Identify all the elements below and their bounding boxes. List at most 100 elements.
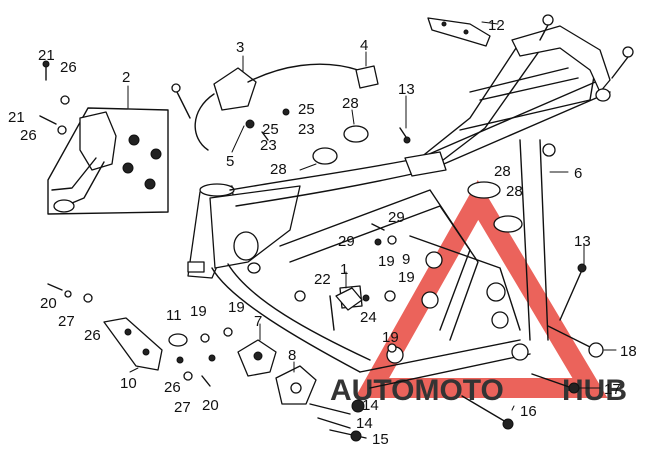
main-frame <box>187 14 634 389</box>
coil-wire-loop <box>194 93 215 151</box>
callout-6: 6 <box>574 165 582 182</box>
frame-grommet-upper <box>467 181 501 199</box>
center-bracket <box>404 151 447 177</box>
head-tube-top <box>199 183 235 197</box>
bolt-16-head <box>502 418 514 430</box>
coil-plug <box>171 83 181 93</box>
stud-22 <box>329 295 335 331</box>
bolt-17 <box>531 373 573 389</box>
bolt-21-lower <box>39 115 57 125</box>
regulator-lead-1 <box>51 157 97 191</box>
bolt-29-b <box>371 223 385 231</box>
rear-mount-left <box>542 14 554 26</box>
callout-16: 16 <box>520 403 537 420</box>
bolt-29-a <box>374 238 382 246</box>
washer-26-upper <box>60 95 70 105</box>
callout-19-b: 19 <box>398 269 415 286</box>
callout-28-a: 28 <box>342 95 359 112</box>
callout-26-c: 26 <box>84 327 101 344</box>
clamp-28-a <box>343 125 369 143</box>
coil-lead <box>247 63 359 83</box>
bolt-16 <box>461 395 507 423</box>
callout-21-lower: 21 <box>8 109 25 126</box>
callout-1: 1 <box>340 261 348 278</box>
frame-grommet-lower <box>493 215 523 233</box>
callout-28-c: 28 <box>494 163 511 180</box>
seat-bracket <box>427 17 491 47</box>
callout-10: 10 <box>120 375 137 392</box>
callout-13-lower: 13 <box>574 233 591 250</box>
callout-25-b: 25 <box>298 101 315 118</box>
washer-19-a <box>200 333 210 343</box>
bolt-21-upper-head <box>42 60 50 68</box>
switch-unit <box>355 65 379 89</box>
callout-19-d: 19 <box>190 303 207 320</box>
washer-26-lower <box>57 125 67 135</box>
callout-2: 2 <box>122 69 130 86</box>
steering-stop <box>187 261 205 273</box>
grommet-5 <box>245 119 255 129</box>
bolt-17-head <box>568 382 580 394</box>
callout-19-a: 19 <box>378 253 395 270</box>
callout-9: 9 <box>402 251 410 268</box>
callout-20-lower: 20 <box>202 397 219 414</box>
clip-13-lower-wire <box>559 269 583 321</box>
seat-rail-cross <box>469 67 569 93</box>
watermark-triangle <box>354 180 608 398</box>
bracket-8-hole <box>290 382 302 394</box>
cross-tube-lower <box>429 91 611 171</box>
nut-24 <box>362 294 370 302</box>
bolt-18-head <box>588 342 604 358</box>
top-tube-right <box>235 49 541 207</box>
callout-21-upper: 21 <box>38 47 55 64</box>
callout-5: 5 <box>226 153 234 170</box>
callout-3: 3 <box>236 39 244 56</box>
callout-4: 4 <box>360 37 368 54</box>
callout-26-upper: 26 <box>60 59 77 76</box>
callout-27-lower: 27 <box>174 399 191 416</box>
seat-bracket-hole-2 <box>463 29 469 35</box>
callout-26-lower: 26 <box>20 127 37 144</box>
down-tube-left <box>211 267 361 373</box>
callout-23-b: 23 <box>298 121 315 138</box>
swingarm-pivot <box>511 343 529 361</box>
washer-19-c <box>208 354 216 362</box>
callout-14-a: 14 <box>362 397 379 414</box>
horn-bracket-1 <box>335 287 363 311</box>
callout-13-upper: 13 <box>398 81 415 98</box>
callout-7: 7 <box>254 313 262 330</box>
clip-13-lower-end <box>577 263 587 273</box>
rear-down-tube-1 <box>519 139 531 341</box>
engine-mount-1 <box>425 251 443 269</box>
regulator-assembly-outline <box>47 107 169 215</box>
callout-29-a: 29 <box>388 209 405 226</box>
lower-cradle-left <box>359 339 521 373</box>
callout-24: 24 <box>360 309 377 326</box>
callout-12: 12 <box>488 17 505 34</box>
bracket-7-hole <box>253 351 263 361</box>
side-plate <box>103 317 163 371</box>
down-tube-right <box>227 263 371 361</box>
rear-mount-stem-left <box>539 24 549 41</box>
engine-mount-2 <box>421 291 439 309</box>
regulator-connector <box>53 199 75 213</box>
callout-14-b: 14 <box>356 415 373 432</box>
coil-plug-wire <box>175 89 191 119</box>
callout-23-a: 23 <box>260 137 277 154</box>
seat-rail-brace <box>459 69 596 131</box>
center-spine-2 <box>289 205 479 341</box>
washer-19-b <box>223 327 233 337</box>
side-plate-hole-2 <box>142 348 150 356</box>
ignition-coil <box>213 67 257 111</box>
callout-28-b: 28 <box>270 161 287 178</box>
regulator-grommet-2 <box>150 148 162 160</box>
bolt-18 <box>547 325 593 349</box>
bolt-20-upper <box>47 283 63 291</box>
callout-22: 22 <box>314 271 331 288</box>
washer-27-lower <box>183 371 193 381</box>
clip-13-upper-end <box>403 136 411 144</box>
frame-boss-2 <box>247 262 261 274</box>
engine-hanger <box>409 235 521 331</box>
